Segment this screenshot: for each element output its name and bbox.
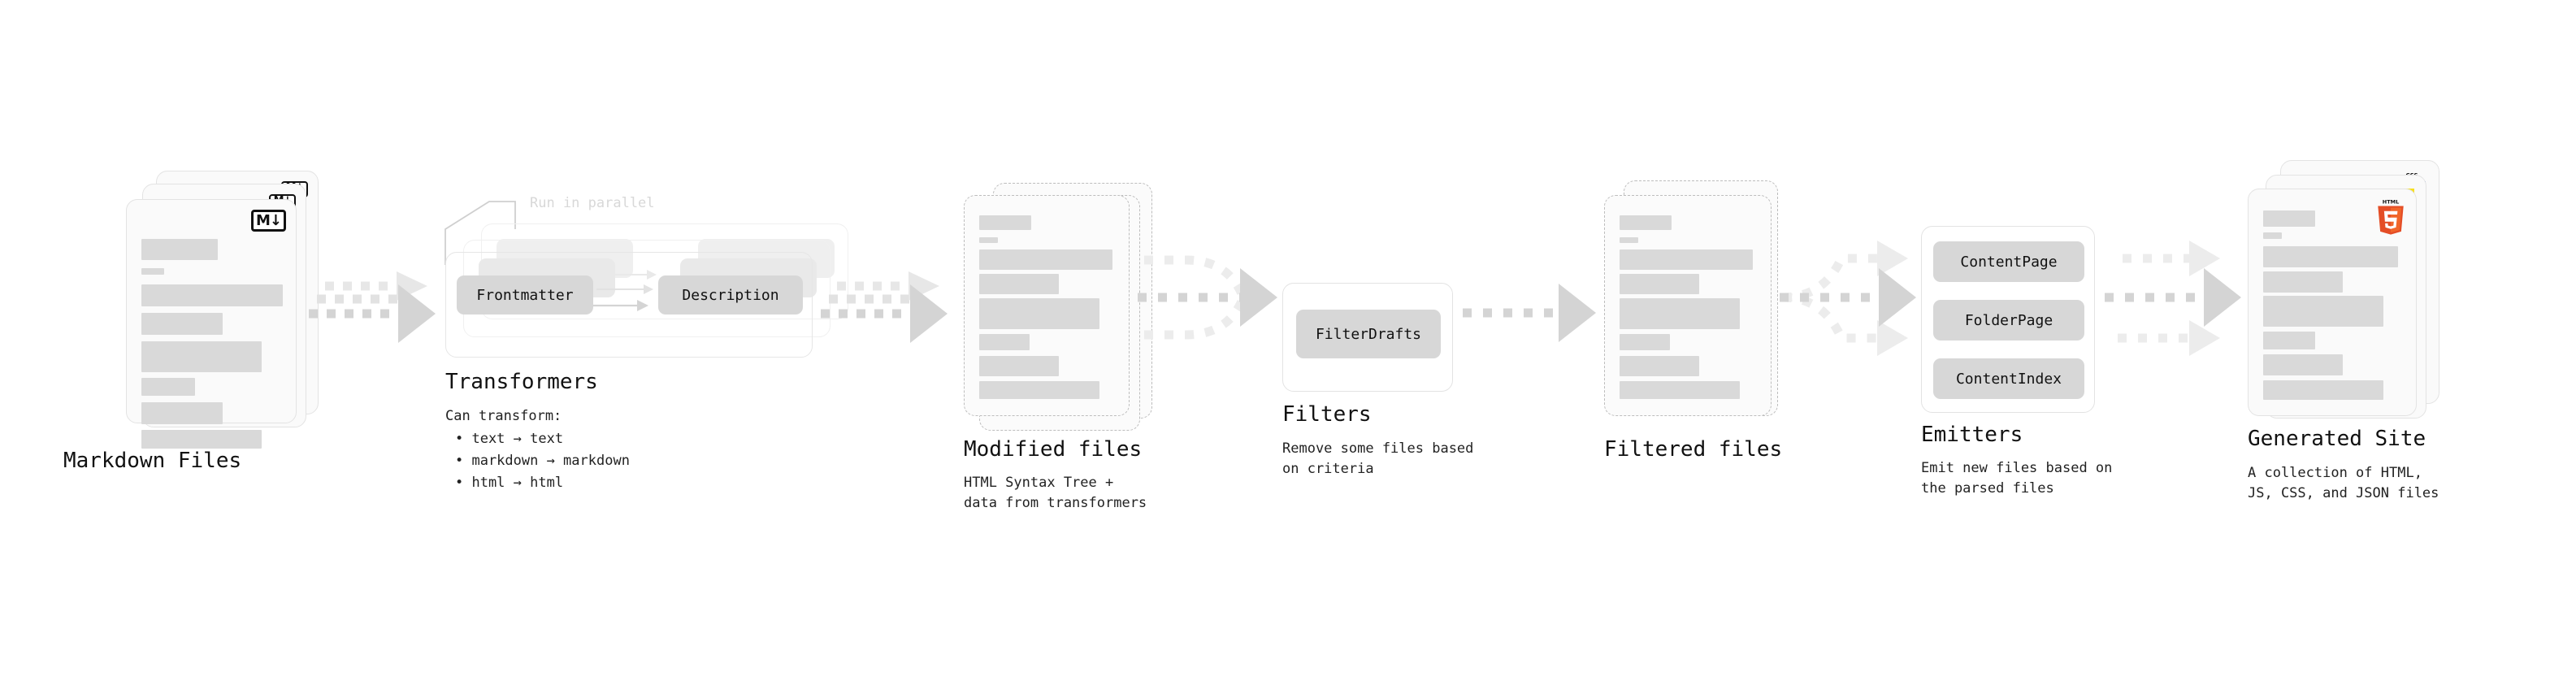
skeleton-line [141, 313, 223, 335]
modified-files-subcaption: HTML Syntax Tree + data from transformer… [964, 475, 1147, 511]
skeleton-line [2263, 332, 2315, 349]
skeleton-line [979, 274, 1059, 294]
connector-filtered-to-emitters [1780, 241, 1916, 356]
skeleton-line [141, 430, 262, 449]
emitter-node-contentindex[interactable]: ContentIndex [1933, 358, 2084, 399]
skeleton-line [1620, 274, 1699, 294]
transformers-bullet-2: • html → html [455, 475, 564, 491]
skeleton-line [979, 356, 1059, 376]
transformers-subcaption: Can transform: [445, 408, 562, 424]
skeleton-line [979, 215, 1031, 230]
stage-caption-modified-files: Modified files [964, 437, 1143, 462]
skeleton-line [1620, 356, 1699, 376]
connector-md-to-transformers [309, 271, 436, 343]
transformer-node-frontmatter[interactable]: Frontmatter [457, 275, 593, 314]
transformers-bullet-0: • text → text [455, 431, 564, 447]
skeleton-line [141, 239, 218, 260]
skeleton-line [1620, 249, 1753, 270]
skeleton-line [141, 284, 283, 306]
transformers-group-box [445, 252, 813, 358]
stage-caption-generated-site: Generated Site [2248, 427, 2426, 451]
skeleton-line [1620, 237, 1638, 243]
skeleton-line [979, 237, 998, 243]
stage-caption-emitters: Emitters [1921, 423, 2023, 447]
run-in-parallel-label: Run in parallel [530, 195, 655, 211]
generated-html-card: HTML [2248, 189, 2417, 416]
stage-caption-filters: Filters [1282, 402, 1372, 427]
run-in-parallel-bracket [445, 201, 516, 265]
skeleton-line [1620, 298, 1740, 329]
transformer-inner-arrows [588, 270, 657, 311]
skeleton-line [1620, 334, 1670, 350]
skeleton-line [2263, 354, 2343, 375]
emitters-group-box: ContentPage FolderPage ContentIndex [1921, 226, 2095, 413]
transformers-bullet-1: • markdown → markdown [455, 453, 630, 469]
emitter-node-folderpage[interactable]: FolderPage [1933, 300, 2084, 340]
emitter-node-contentpage[interactable]: ContentPage [1933, 241, 2084, 282]
skeleton-line [979, 249, 1112, 270]
skeleton-line [979, 298, 1099, 329]
modified-file-card-front [964, 195, 1130, 416]
skeleton-line [141, 341, 262, 372]
skeleton-line [141, 378, 195, 396]
transformer-node-description[interactable]: Description [658, 275, 803, 314]
stage-caption-filtered-files: Filtered files [1604, 437, 1783, 462]
skeleton-line [2263, 246, 2398, 267]
skeleton-line [2263, 271, 2343, 293]
skeleton-line [979, 381, 1099, 399]
filters-group-box: FilterDrafts [1282, 283, 1453, 392]
skeleton-line [2263, 380, 2383, 400]
skeleton-line [141, 402, 223, 424]
svg-text:HTML: HTML [2383, 198, 2399, 205]
skeleton-line [1620, 381, 1740, 399]
filters-subcaption: Remove some files based on criteria [1282, 440, 1474, 477]
skeleton-line [141, 268, 164, 275]
filtered-file-card-front [1604, 195, 1772, 416]
stage-caption-transformers: Transformers [445, 370, 598, 394]
connector-emitters-to-site [2105, 241, 2241, 356]
generated-site-subcaption: A collection of HTML, JS, CSS, and JSON … [2248, 465, 2439, 501]
filter-node-filterdrafts[interactable]: FilterDrafts [1296, 310, 1441, 358]
markdown-file-card-front: M↓ [126, 199, 297, 449]
connector-modified-to-filters [1138, 255, 1277, 340]
connector-filters-to-filtered [1463, 284, 1596, 342]
emitters-subcaption: Emit new files based on the parsed files [1921, 460, 2113, 497]
markdown-badge-icon: M↓ [251, 210, 286, 232]
skeleton-line [2263, 296, 2383, 327]
skeleton-line [2263, 210, 2315, 227]
skeleton-line [979, 334, 1030, 350]
html5-badge-icon: HTML [2378, 198, 2404, 235]
skeleton-line [2263, 232, 2282, 239]
skeleton-line [1620, 215, 1672, 230]
connector-transformers-to-modified [821, 271, 948, 343]
stage-caption-markdown-files: Markdown Files [63, 449, 242, 473]
